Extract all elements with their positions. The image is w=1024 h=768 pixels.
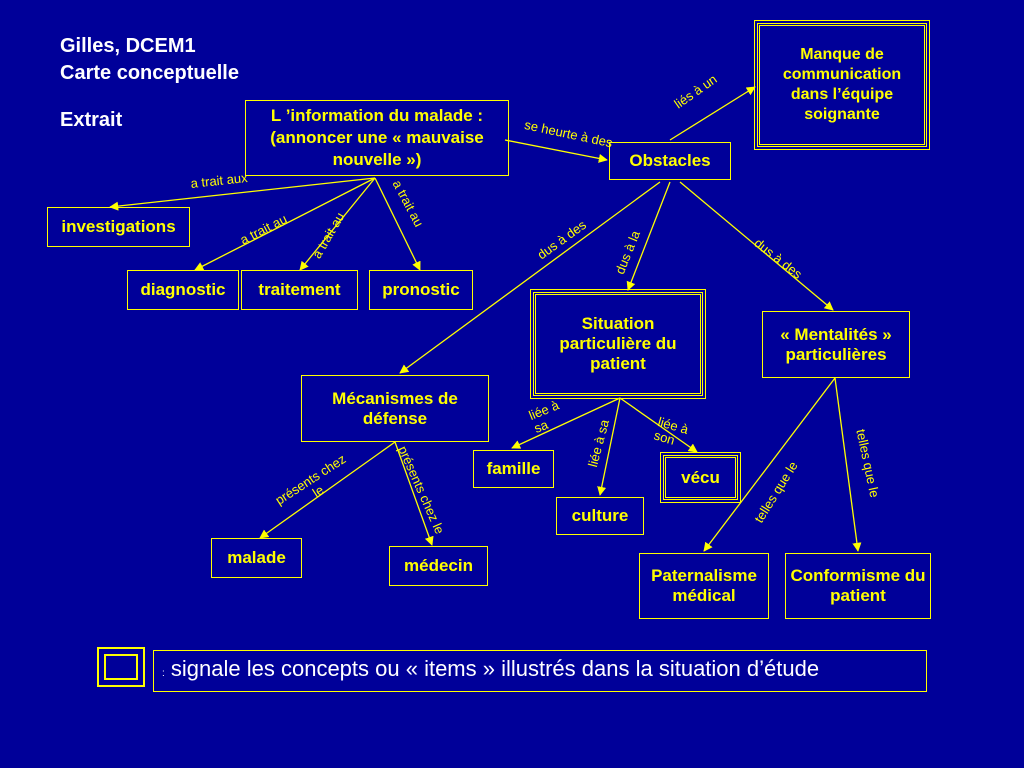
- header-author: Gilles, DCEM1: [60, 35, 196, 57]
- link-mentalites-conformisme: [834, 377, 862, 552]
- node-medecin[interactable]: médecin: [389, 546, 488, 586]
- node-obstacles[interactable]: Obstacles: [609, 142, 731, 180]
- link-info-investigations: [109, 177, 376, 211]
- node-conformisme-patient[interactable]: Conformisme du patient: [785, 553, 931, 619]
- link-obstacles-mentalites: [679, 181, 834, 311]
- legend-description: : signale les concepts ou « items » illu…: [153, 650, 927, 692]
- node-mentalites[interactable]: « Mentalités » particulières: [762, 311, 910, 378]
- node-mecanismes-defense[interactable]: Mécanismes de défense: [301, 375, 489, 442]
- node-manque-communication[interactable]: Manque de communication dans l’équipe so…: [754, 20, 930, 150]
- link-info-traitement: [299, 177, 376, 271]
- link-mecanismes-malade: [259, 441, 396, 539]
- legend-highlight-symbol: [97, 647, 145, 687]
- node-diagnostic[interactable]: diagnostic: [127, 270, 239, 310]
- link-info-obstacles: [504, 139, 608, 163]
- link-info-pronostic: [374, 177, 421, 271]
- node-traitement[interactable]: traitement: [241, 270, 358, 310]
- link-obstacles-manque: [669, 86, 756, 141]
- header-title: Carte conceptuelle: [60, 62, 239, 84]
- link-obstacles-situation: [626, 181, 671, 291]
- link-mecanismes-medecin: [394, 441, 434, 546]
- link-mentalites-paternalisme: [703, 377, 836, 552]
- link-obstacles-mecanismes: [399, 181, 661, 374]
- link-situation-culture: [597, 397, 621, 496]
- node-investigations[interactable]: investigations: [47, 207, 190, 247]
- node-vecu[interactable]: vécu: [660, 452, 741, 503]
- link-info-diagnostic: [194, 177, 376, 271]
- node-pronostic[interactable]: pronostic: [369, 270, 473, 310]
- link-situation-vecu: [619, 397, 698, 453]
- legend-text: signale les concepts ou « items » illust…: [170, 656, 820, 681]
- node-paternalisme-medical[interactable]: Paternalisme médical: [639, 553, 769, 619]
- node-malade[interactable]: malade: [211, 538, 302, 578]
- node-information-malade[interactable]: L ’information du malade : (annoncer une…: [245, 100, 509, 176]
- header-subtitle: Extrait: [60, 109, 123, 131]
- node-situation-patient[interactable]: Situation particulière du patient: [530, 289, 706, 399]
- legend-colon: :: [162, 668, 165, 679]
- node-culture[interactable]: culture: [556, 497, 644, 535]
- link-situation-famille: [511, 397, 621, 449]
- node-famille[interactable]: famille: [473, 450, 554, 488]
